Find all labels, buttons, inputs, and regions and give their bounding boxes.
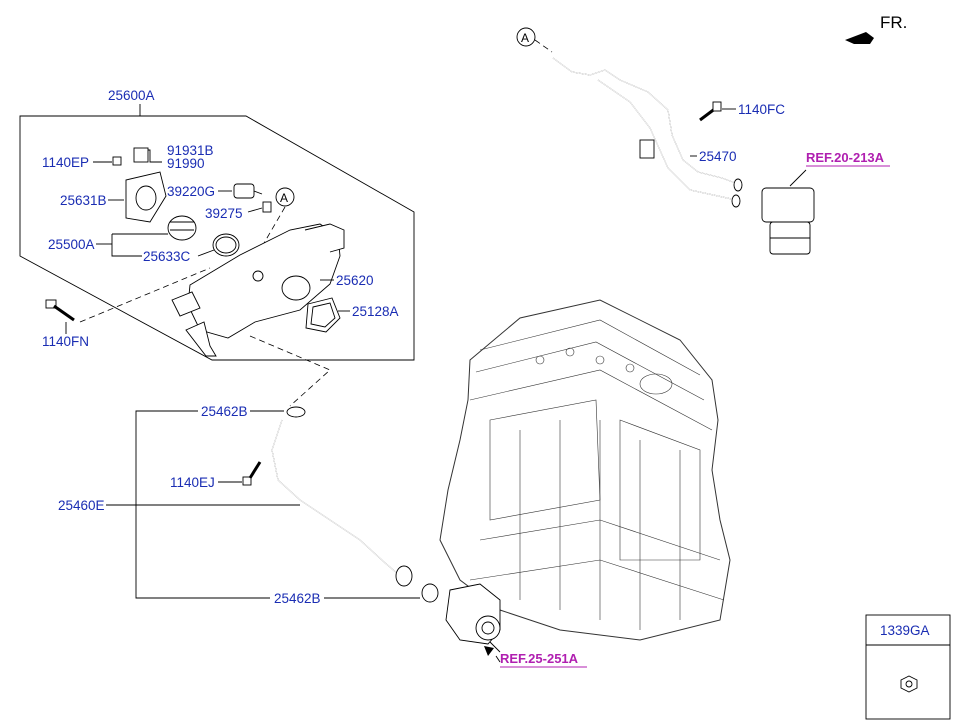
label-1140ep: 1140EP [42,155,89,170]
sensor-39220g: 39220G [167,183,263,199]
water-pump: REF.25-251A [445,583,587,668]
label-1140ej: 1140EJ [170,475,215,490]
label-25460e: 25460E [58,498,105,513]
legend-box-1339ga: 1339GA [865,614,951,720]
ref-20-213a[interactable]: REF.20-213A [806,150,885,165]
label-91990: 91990 [167,156,205,171]
label-91931b: 91931B [167,143,214,158]
label-25633c: 25633C [143,249,191,264]
bolt-1140ep: 1140EP [42,147,162,170]
engine-block-illustration [439,299,731,641]
bolt-1140fc: 1140FC [699,101,785,122]
label-25620: 25620 [336,273,374,288]
label-25462b-bottom: 25462B [274,591,321,606]
ref-25-251a[interactable]: REF.25-251A [500,651,579,666]
label-39220g: 39220G [167,184,215,199]
clip-39275: 39275 [205,201,272,221]
svg-text:A: A [521,31,529,45]
gasket-25128a: 25128A [305,297,399,333]
oil-filter-housing: REF.20-213A [761,150,890,255]
label-25470: 25470 [699,149,737,164]
coolant-hose-group: 25462B 1140EJ 25460E 25462B [58,404,439,606]
front-label: FR. [880,13,907,32]
label-1140fc: 1140FC [738,102,785,117]
front-direction-indicator: FR. [845,13,907,44]
label-39275: 39275 [205,206,243,221]
label-25600a: 25600A [108,88,155,103]
label-25631b: 25631B [60,193,107,208]
bolt-1140fn: 1140FN [42,267,211,349]
oil-cooler-pipe-25470 [552,57,743,208]
svg-text:A: A [280,191,288,205]
thermostat-25500a: 25500A [48,215,197,257]
assembly-25600a-frame: 25600A [19,88,415,361]
oring-25633c: 25633C [143,233,240,264]
label-25462b-top: 25462B [201,404,248,419]
label-1339ga: 1339GA [880,623,930,638]
housing-25620: 25620 [171,223,374,357]
gasket-25631b: 25631B [60,171,167,223]
label-1140fn: 1140FN [42,334,89,349]
circle-a-top: A [516,27,553,53]
front-arrow-icon [845,32,874,44]
label-25500a: 25500A [48,237,95,252]
label-25128a: 25128A [352,304,399,319]
